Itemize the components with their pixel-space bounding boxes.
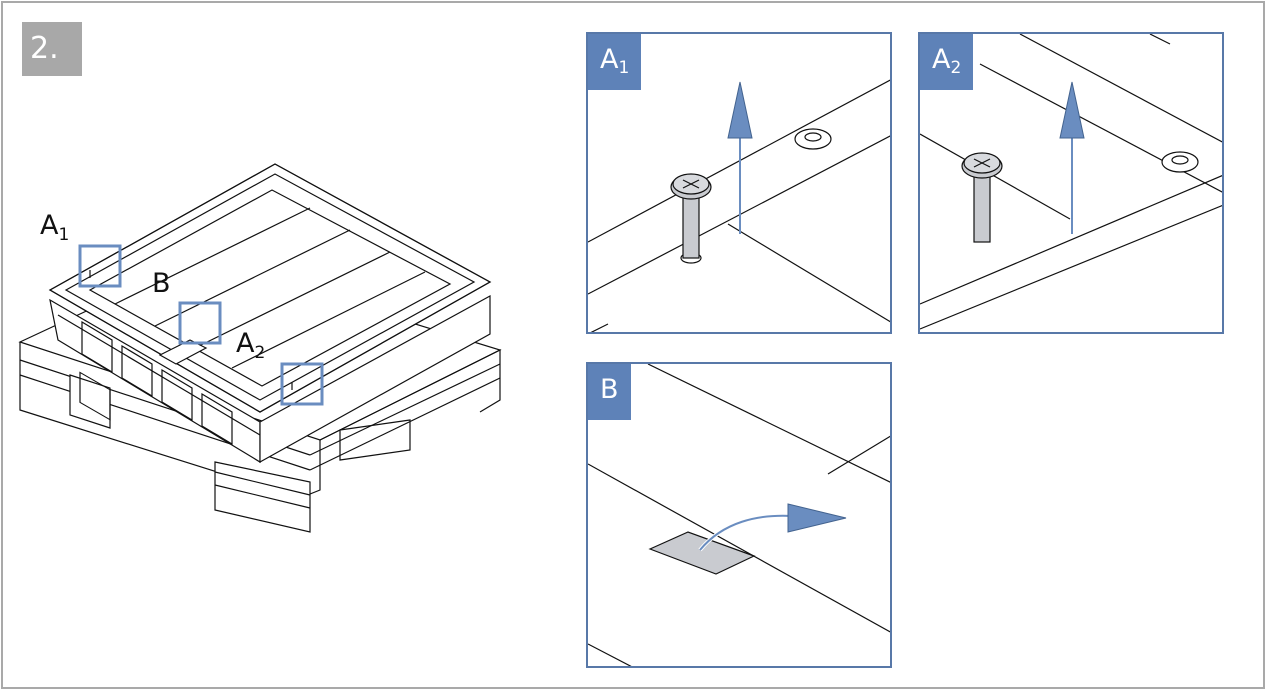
label-b: B	[152, 268, 171, 299]
panel-tag-b: B	[588, 364, 631, 420]
detail-panel-a2: A2	[918, 32, 1224, 334]
screw-detail-a2	[920, 34, 1222, 330]
panel-tag-a2: A2	[920, 34, 974, 90]
panel-tag-a1: A1	[588, 34, 642, 90]
label-a1: A1	[40, 210, 70, 245]
highlight-a2	[280, 362, 324, 406]
detail-panel-a1: A1	[586, 32, 892, 334]
step-number: 2.	[22, 22, 82, 76]
detail-panel-b: B	[586, 362, 892, 668]
highlight-b	[178, 301, 222, 345]
label-a2: A2	[236, 328, 266, 363]
tab-detail-b	[588, 364, 890, 666]
screw-detail-a1	[588, 79, 890, 332]
pallet-box-drawing	[18, 163, 502, 533]
highlight-a1	[78, 244, 122, 288]
